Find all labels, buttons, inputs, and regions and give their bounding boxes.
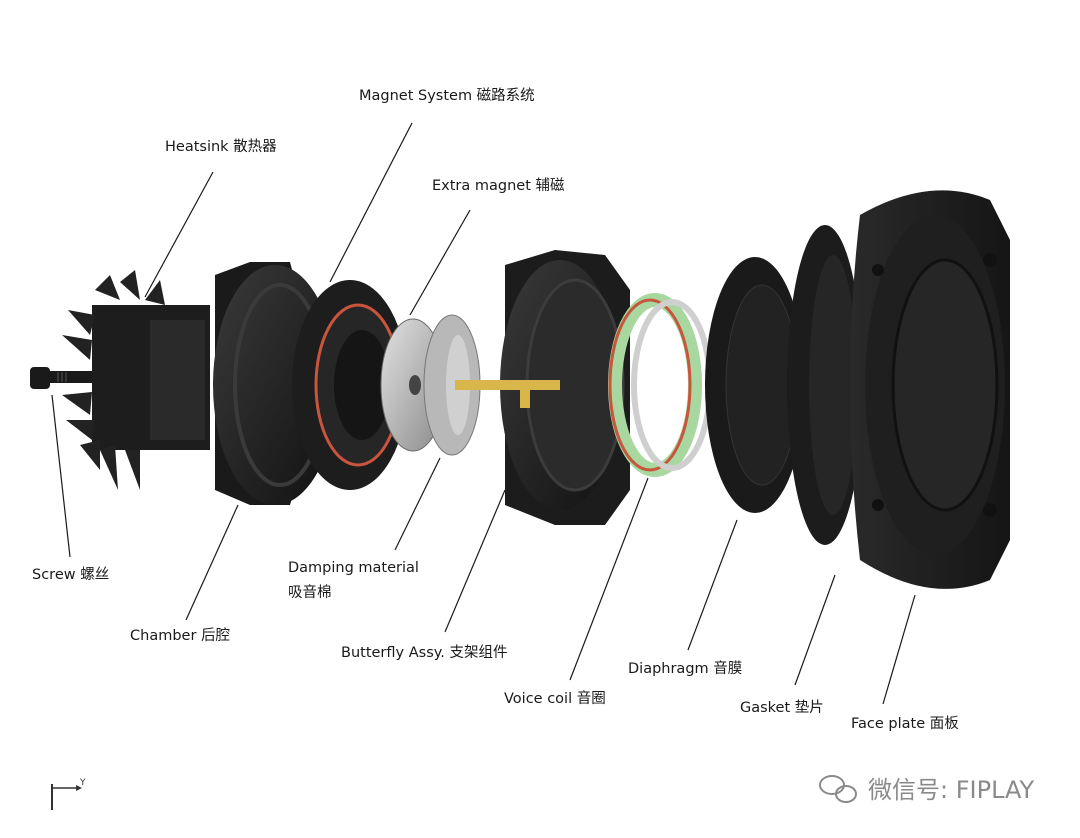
magnet-system-leader [329, 122, 413, 283]
label-voice-coil: Voice coil 音圈 [504, 691, 606, 707]
voice-coil-leader [569, 477, 649, 681]
leader-lines [51, 122, 916, 705]
wechat-logo-icon [819, 775, 857, 803]
label-heatsink: Heatsink 散热器 [165, 139, 277, 155]
label-magnet-system: Magnet System 磁路系统 [359, 88, 535, 104]
axis-y-label: Y [80, 778, 86, 788]
gasket-part [787, 225, 863, 545]
label-face-plate: Face plate 面板 [851, 716, 959, 732]
voice-coil-part [608, 293, 713, 477]
diaphragm-part [705, 257, 805, 513]
label-damping-material: Damping material [288, 560, 419, 576]
chamber-leader [185, 504, 239, 621]
screw-leader [51, 394, 71, 558]
magnet-system-part [292, 280, 408, 490]
diaphragm-leader [687, 519, 738, 651]
label-screw: Screw 螺丝 [32, 567, 110, 583]
butterfly-leader [444, 489, 506, 633]
face-plate-part [850, 190, 1010, 589]
label-damping-material-cn: 吸音棉 [288, 585, 332, 601]
face-plate-leader [882, 594, 916, 705]
butterfly-assembly-part [455, 250, 630, 525]
label-butterfly-assy: Butterfly Assy. 支架组件 [341, 645, 508, 661]
label-diaphragm: Diaphragm 音膜 [628, 661, 743, 677]
damping-leader [394, 457, 441, 551]
heatsink-part [62, 270, 210, 490]
extra-magnet-leader [409, 209, 471, 316]
heatsink-leader [144, 171, 214, 298]
watermark-text: 微信号: FIPLAY [868, 776, 1035, 804]
butterfly-gold-lead [455, 380, 560, 390]
label-chamber: Chamber 后腔 [130, 628, 231, 644]
axis-triad-icon [51, 784, 82, 810]
gasket-leader [794, 574, 836, 686]
label-extra-magnet: Extra magnet 辅磁 [432, 178, 565, 194]
label-gasket: Gasket 垫片 [740, 700, 824, 716]
